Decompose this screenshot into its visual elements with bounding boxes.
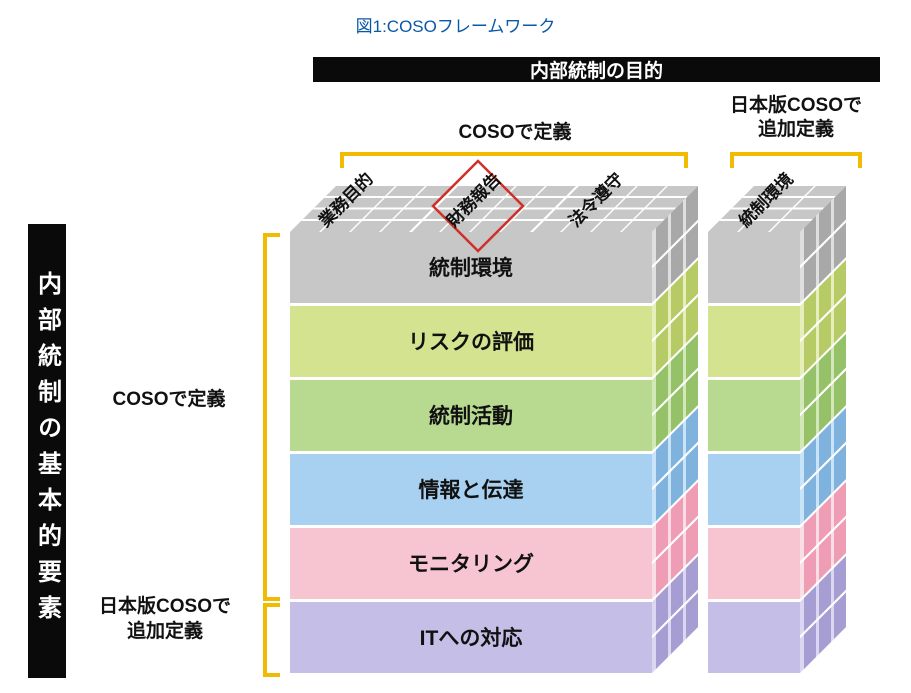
jcoso-row-side-face [800, 482, 846, 599]
main-cube-top-face [290, 186, 698, 232]
row-label: 統制活動 [429, 404, 513, 428]
row-information-communication: 情報と伝達 [290, 408, 846, 525]
row-side-face [652, 260, 698, 377]
jcoso-row-front-face [708, 602, 800, 673]
row-label: リスクの評価 [408, 330, 534, 354]
row-side-face [652, 482, 698, 599]
row-front-face [290, 602, 652, 673]
row-label: 統制環境 [429, 256, 513, 280]
jcoso-row-side-face [800, 260, 846, 377]
row-front-face [290, 528, 652, 599]
objectives-header-label: 内部統制の目的 [529, 61, 663, 82]
jcoso-row-side-face [800, 186, 846, 303]
jcoso-row-front-face [708, 454, 800, 525]
top-coso-bracket [340, 152, 688, 168]
row-label: 情報と伝達 [419, 478, 524, 502]
row-risk-assessment: リスクの評価 [290, 260, 846, 377]
left-coso-bracket [263, 233, 280, 601]
top-jcoso-scope-line2: 追加定義 [757, 119, 834, 140]
top-coso-scope-label: COSOで定義 [458, 122, 572, 143]
left-jcoso-scope-line2: 追加定義 [126, 621, 203, 642]
left-jcoso-scope-line1: 日本版COSOで [99, 596, 231, 617]
row-label: モニタリング [408, 552, 534, 576]
jcoso-top-face-grid [719, 186, 836, 232]
jcoso-row-front-face [708, 306, 800, 377]
jcoso-row-front-face [708, 528, 800, 599]
row-side-face [652, 556, 698, 673]
figure-title: 図1:COSOフレームワーク [355, 17, 556, 36]
left-axis-bar: 内部統制の基本的要素 [28, 224, 66, 678]
main-top-face-grid [301, 186, 688, 232]
row-side-face [652, 408, 698, 525]
left-jcoso-scope-label: 日本版COSOで 追加定義 [70, 594, 260, 644]
top-jcoso-scope-label: 日本版COSOで 追加定義 [728, 94, 864, 142]
left-jcoso-bracket [263, 603, 280, 677]
objectives-header-bar: 内部統制の目的 [313, 57, 880, 82]
row-front-face [290, 380, 652, 451]
top-jcoso-scope-line1: 日本版COSOで [730, 95, 862, 116]
jcoso-row-side-face [800, 556, 846, 673]
jcoso-row-side-face [800, 334, 846, 451]
jcoso-row-side-face [800, 408, 846, 525]
row-side-face [652, 334, 698, 451]
left-coso-scope-label: COSOで定義 [112, 389, 226, 410]
row-side-face [652, 186, 698, 303]
row-monitoring: モニタリング [290, 482, 846, 599]
jcoso-row-front-face [708, 380, 800, 451]
row-control-activities: 統制活動 [290, 334, 846, 451]
row-front-face [290, 306, 652, 377]
row-label: ITへの対応 [420, 626, 523, 650]
row-front-face [290, 454, 652, 525]
left-axis-title: 内部統制の基本的要素 [33, 271, 61, 631]
row-it-response: ITへの対応 [290, 556, 846, 673]
row-control-environment: 統制環境 [290, 186, 846, 303]
highlight-diamond [431, 159, 525, 253]
jcoso-row-front-face [708, 232, 800, 303]
top-jcoso-bracket [730, 152, 862, 168]
